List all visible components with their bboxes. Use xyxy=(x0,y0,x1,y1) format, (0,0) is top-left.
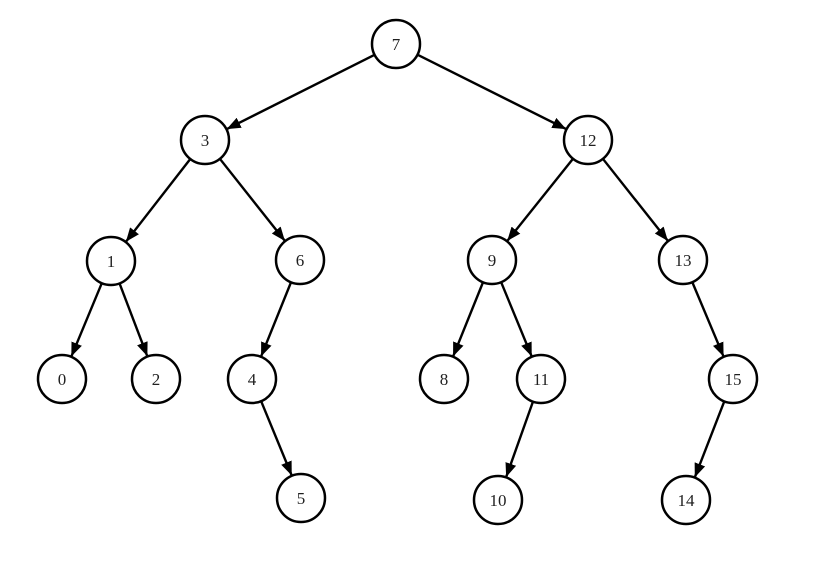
tree-node-0: 0 xyxy=(36,353,88,405)
tree-node-4: 4 xyxy=(226,353,278,405)
tree-node-label: 12 xyxy=(580,131,597,150)
tree-node-label: 14 xyxy=(678,491,696,510)
tree-node-circle xyxy=(562,114,614,166)
tree-edge-9-11 xyxy=(500,281,533,357)
tree-node-label: 6 xyxy=(296,251,305,270)
tree-node-circle xyxy=(274,234,326,286)
tree-edge-6-4 xyxy=(260,281,293,357)
tree-node-5: 5 xyxy=(275,472,327,524)
tree-node-circle xyxy=(707,353,759,405)
tree-node-2: 2 xyxy=(130,353,182,405)
tree-node-label: 15 xyxy=(725,370,742,389)
tree-node-14: 14 xyxy=(660,474,712,526)
tree-node-label: 9 xyxy=(488,251,497,270)
tree-node-circle xyxy=(657,234,709,286)
tree-node-circle xyxy=(515,353,567,405)
tree-node-1: 1 xyxy=(85,235,137,287)
tree-edge-3-6 xyxy=(218,158,286,242)
tree-node-label: 10 xyxy=(490,491,507,510)
tree-node-circle xyxy=(370,18,422,70)
tree-node-label: 3 xyxy=(201,131,210,150)
tree-node-label: 8 xyxy=(440,370,449,389)
tree-edge-12-13 xyxy=(601,158,669,242)
tree-node-6: 6 xyxy=(274,234,326,286)
tree-node-7: 7 xyxy=(370,18,422,70)
tree-node-9: 9 xyxy=(466,234,518,286)
tree-edge-13-15 xyxy=(691,281,725,357)
nodes-layer: 7 3 12 1 6 9 13 0 2 4 8 11 15 5 10 14 xyxy=(36,18,759,526)
tree-node-circle xyxy=(179,114,231,166)
tree-node-circle xyxy=(275,472,327,524)
tree-edge-15-14 xyxy=(693,400,726,478)
tree-node-label: 0 xyxy=(58,370,67,389)
tree-node-circle xyxy=(418,353,470,405)
tree-node-circle xyxy=(472,474,524,526)
tree-node-label: 2 xyxy=(152,370,161,389)
tree-edge-7-12 xyxy=(416,53,567,130)
tree-node-3: 3 xyxy=(179,114,231,166)
tree-node-circle xyxy=(130,353,182,405)
edges-layer xyxy=(70,53,726,478)
tree-node-label: 1 xyxy=(107,252,116,271)
tree-edge-4-5 xyxy=(260,400,293,476)
tree-node-circle xyxy=(660,474,712,526)
tree-node-11: 11 xyxy=(515,353,567,405)
tree-node-label: 7 xyxy=(392,35,401,54)
tree-edge-12-9 xyxy=(506,157,574,242)
tree-node-circle xyxy=(466,234,518,286)
tree-node-12: 12 xyxy=(562,114,614,166)
tree-edge-1-0 xyxy=(70,282,103,357)
tree-node-label: 11 xyxy=(533,370,549,389)
tree-node-label: 5 xyxy=(297,489,306,508)
tree-edge-9-8 xyxy=(452,281,485,357)
tree-edge-1-2 xyxy=(118,282,149,357)
tree-edge-11-10 xyxy=(505,401,535,478)
tree-node-circle xyxy=(36,353,88,405)
tree-node-label: 13 xyxy=(675,251,692,270)
tree-node-13: 13 xyxy=(657,234,709,286)
tree-node-15: 15 xyxy=(707,353,759,405)
tree-edge-3-1 xyxy=(125,158,192,242)
tree-node-10: 10 xyxy=(472,474,524,526)
tree-node-circle xyxy=(226,353,278,405)
tree-edge-7-3 xyxy=(226,53,376,130)
tree-node-8: 8 xyxy=(418,353,470,405)
tree-node-circle xyxy=(85,235,137,287)
tree-node-label: 4 xyxy=(248,370,257,389)
